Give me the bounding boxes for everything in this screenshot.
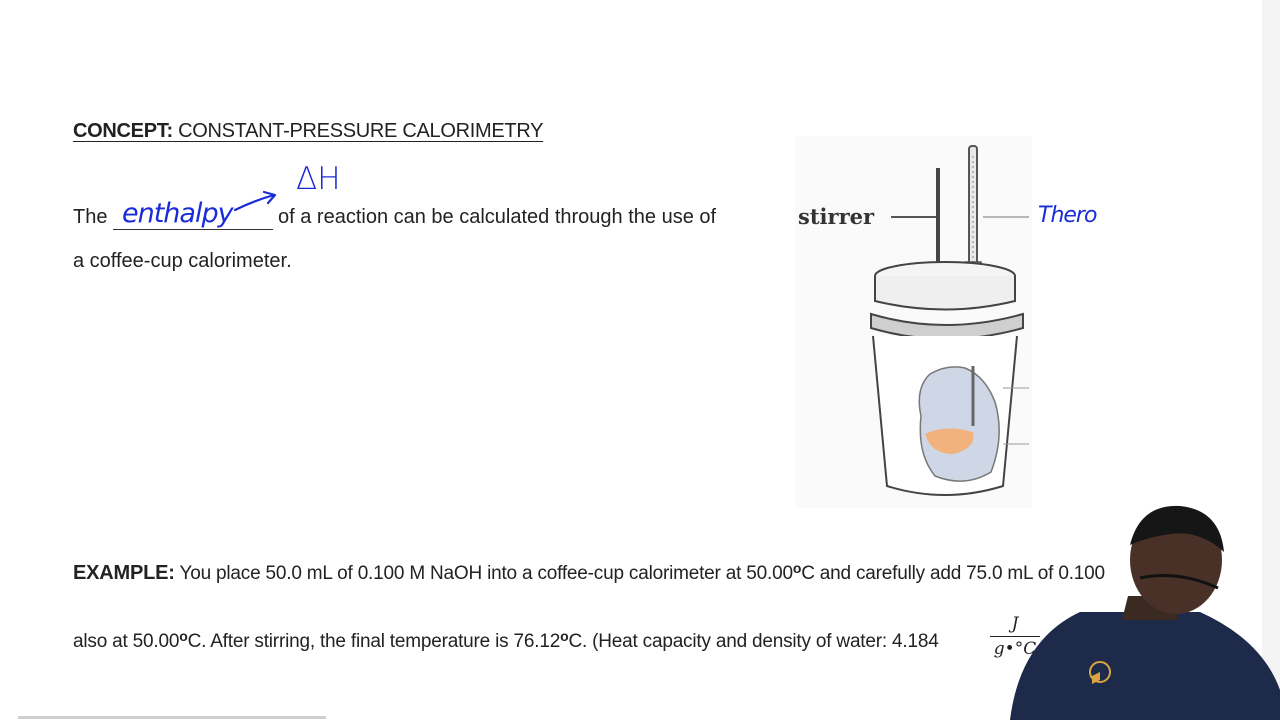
fraction-bar bbox=[990, 636, 1040, 637]
example-text-2c: C. (Heat capacity and density of water: … bbox=[568, 631, 939, 652]
concept-line1-end: of a reaction can be calculated through … bbox=[278, 206, 717, 228]
degree-symbol: o bbox=[792, 560, 802, 576]
stirrer-label: stirrer bbox=[798, 204, 875, 229]
example-line2: also at 50.00oC. After stirring, the fin… bbox=[73, 628, 939, 653]
example-line1: EXAMPLE: You place 50.0 mL of 0.100 M Na… bbox=[73, 560, 1105, 585]
concept-line1-start: The bbox=[73, 206, 108, 228]
degree-symbol: o bbox=[179, 628, 188, 644]
handwritten-thermometer-label: Thero bbox=[1038, 203, 1097, 228]
video-progress-bar[interactable] bbox=[18, 716, 326, 719]
presenter-webcam-icon bbox=[1010, 505, 1280, 720]
concept-heading: CONSTANT-PRESSURE CALORIMETRY bbox=[178, 120, 544, 142]
example-text-2b: C. After stirring, the final temperature… bbox=[187, 631, 561, 652]
right-edge-strip bbox=[1262, 0, 1280, 720]
fill-in-blank bbox=[113, 229, 273, 230]
concept-title: CONCEPT: CONSTANT-PRESSURE CALORIMETRY bbox=[73, 120, 543, 143]
handwritten-delta-h: ΔH bbox=[296, 161, 341, 197]
calorimeter-diagram bbox=[795, 136, 1032, 508]
unit-numerator: J bbox=[1011, 614, 1019, 634]
concept-label: CONCEPT: bbox=[73, 120, 173, 142]
unit-denominator: g•°C bbox=[993, 639, 1037, 659]
calorimeter-cup-icon bbox=[870, 145, 1029, 496]
example-text-1b: C and carefully add 75.0 mL of 0.100 bbox=[801, 563, 1105, 584]
handwritten-arrow-icon bbox=[233, 190, 277, 212]
degree-symbol: o bbox=[560, 628, 569, 644]
specific-heat-unit: J g•°C bbox=[990, 614, 1040, 659]
example-text-1a: You place 50.0 mL of 0.100 M NaOH into a… bbox=[179, 563, 794, 584]
example-text-2a: also at 50.00 bbox=[73, 631, 180, 652]
concept-line2: a coffee-cup calorimeter. bbox=[73, 250, 292, 272]
example-label: EXAMPLE: bbox=[73, 562, 175, 584]
handwritten-enthalpy: enthalpy bbox=[122, 198, 234, 229]
